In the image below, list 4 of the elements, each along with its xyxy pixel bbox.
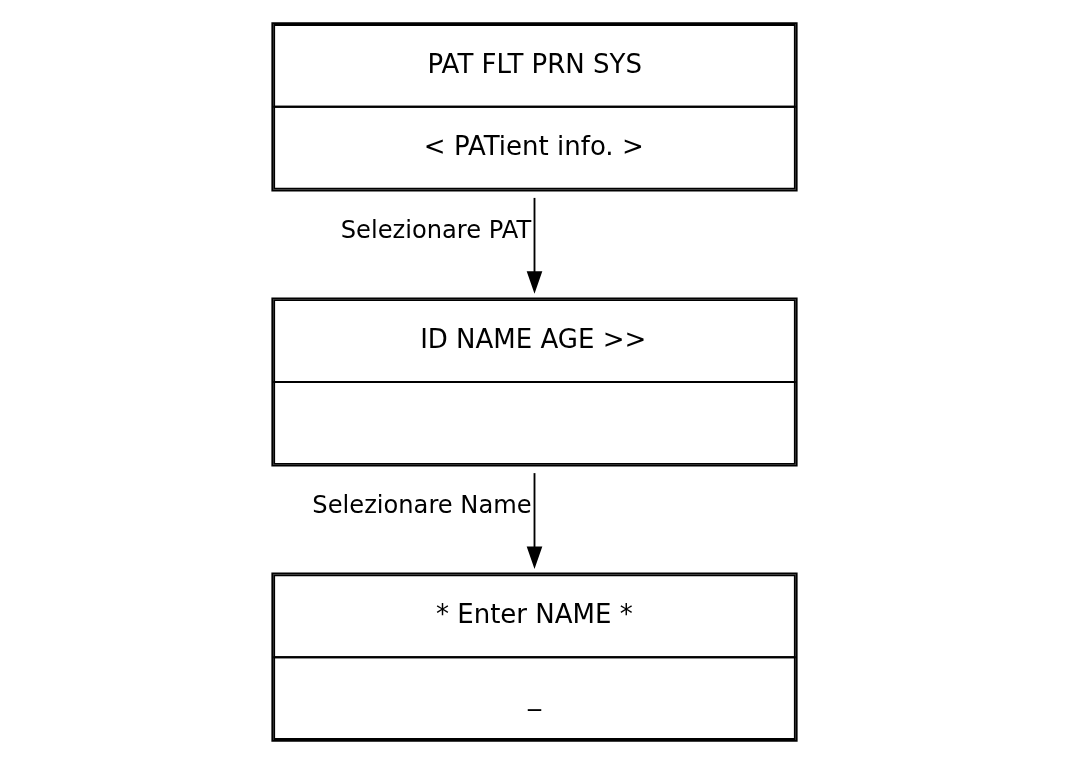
edge-label: Selezionare Name xyxy=(312,491,532,520)
arrow xyxy=(526,472,543,569)
arrow xyxy=(526,197,543,294)
edge-label: Selezionare PAT xyxy=(340,216,532,245)
